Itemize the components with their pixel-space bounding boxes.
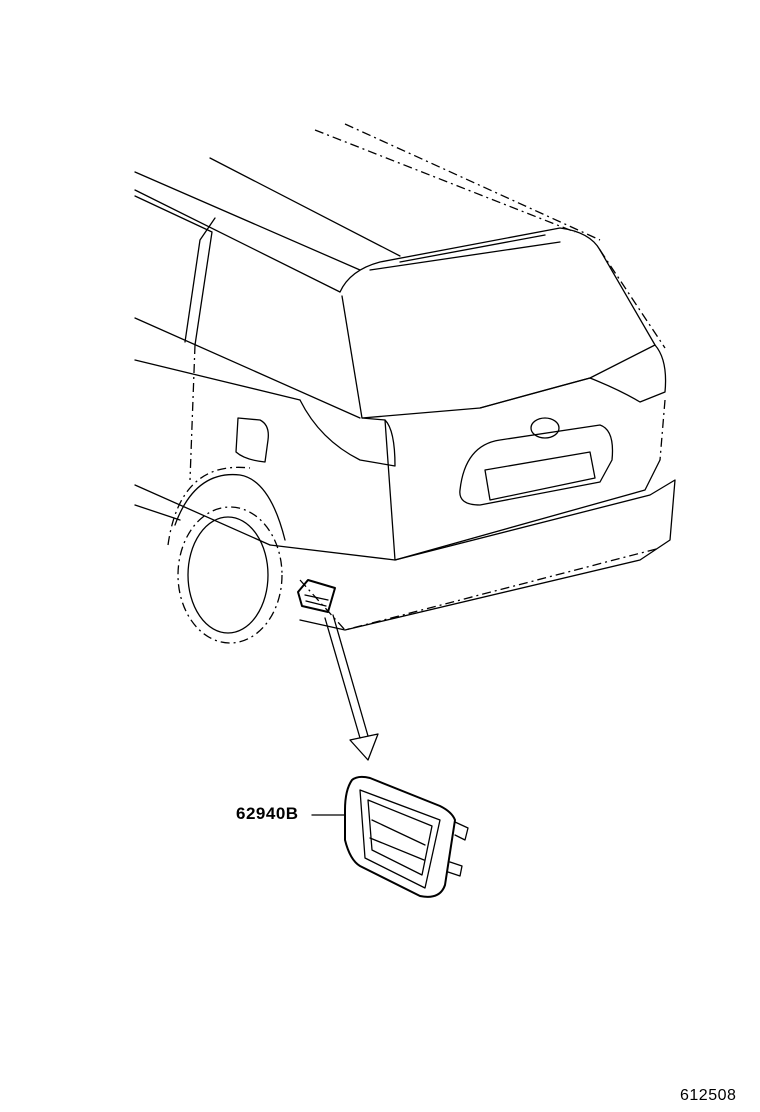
- reflector-part: [311, 775, 469, 898]
- figure-number: 612508: [680, 1087, 737, 1104]
- part-number-label[interactable]: 62940B: [236, 804, 299, 823]
- callout-arrow: [324, 614, 379, 761]
- vehicle-rear-view: [134, 123, 676, 644]
